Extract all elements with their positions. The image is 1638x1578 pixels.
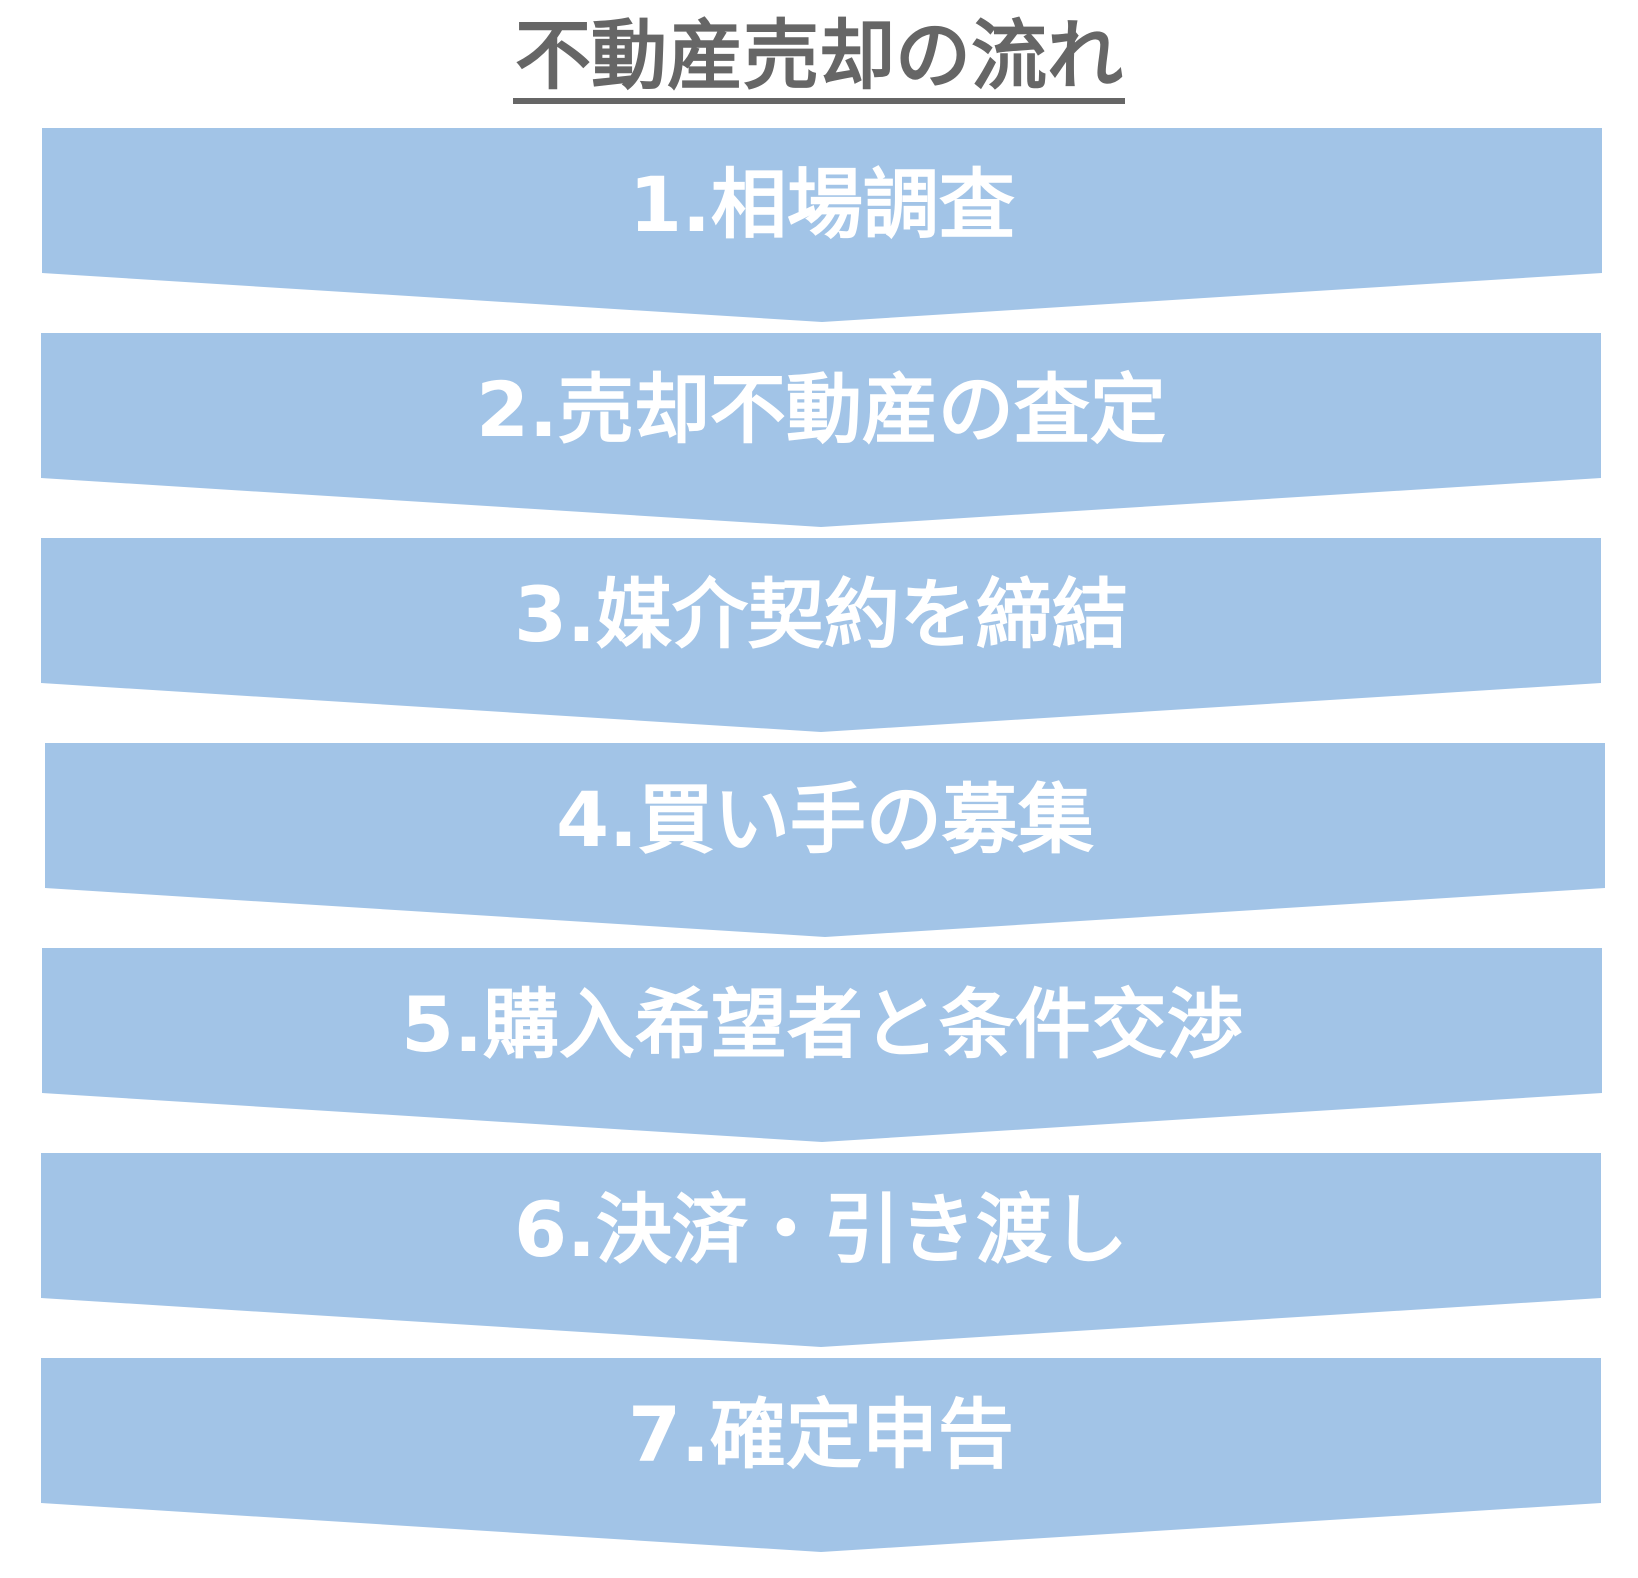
step-2-label: 2.売却不動産の査定 [476, 365, 1166, 454]
step-4: 4.買い手の募集 [45, 743, 1605, 939]
diagram-title: 不動産売却の流れ [0, 18, 1638, 104]
step-3-label: 3.媒介契約を締結 [514, 570, 1128, 659]
step-2: 2.売却不動産の査定 [41, 333, 1601, 529]
step-4-label: 4.買い手の募集 [556, 775, 1094, 864]
step-7-label: 7.確定申告 [628, 1390, 1014, 1479]
step-5: 5.購入希望者と条件交渉 [42, 948, 1602, 1144]
step-1-label: 1.相場調査 [629, 160, 1015, 249]
step-1-chevron-shape [42, 128, 1602, 322]
step-5-label: 5.購入希望者と条件交渉 [401, 980, 1243, 1069]
step-7-chevron-shape [41, 1358, 1601, 1552]
diagram-title-text: 不動産売却の流れ [513, 18, 1125, 104]
step-4-chevron-shape [45, 743, 1605, 937]
step-6-label: 6.決済・引き渡し [514, 1185, 1128, 1274]
step-5-chevron-shape [42, 948, 1602, 1142]
step-1: 1.相場調査 [42, 128, 1602, 324]
step-3-chevron-shape [41, 538, 1601, 732]
step-7: 7.確定申告 [41, 1358, 1601, 1554]
step-6-chevron-shape [41, 1153, 1601, 1347]
step-3: 3.媒介契約を締結 [41, 538, 1601, 734]
step-6: 6.決済・引き渡し [41, 1153, 1601, 1349]
step-2-chevron-shape [41, 333, 1601, 527]
